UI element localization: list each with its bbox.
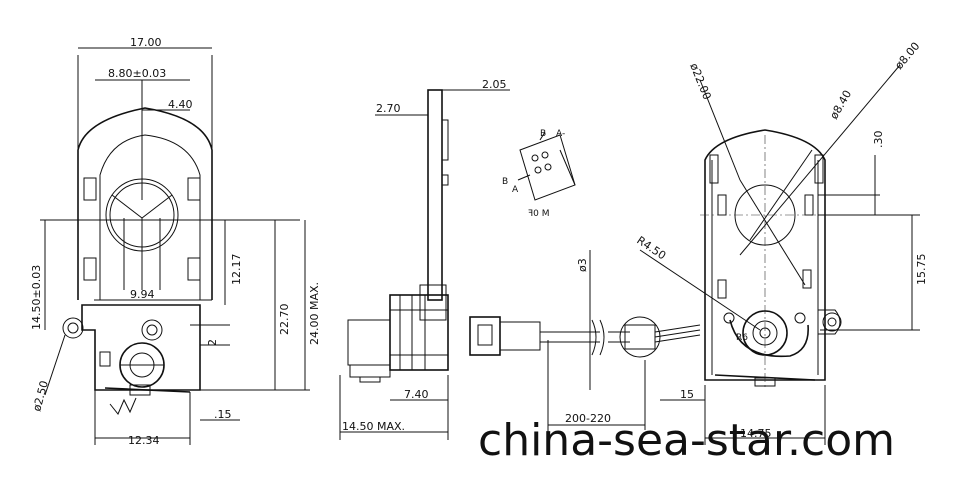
side-view: [339, 89, 510, 440]
cable-assembly: [469, 250, 705, 440]
dim-12-17: 12.17: [230, 254, 243, 286]
conn-label-a-top: A-: [556, 129, 565, 139]
dim-200-220: 200-220: [565, 412, 611, 425]
connector-detail: [517, 131, 576, 201]
dim-15-75: 15.75: [915, 254, 928, 286]
conn-label-b-left: B: [502, 177, 508, 187]
front-view: [40, 47, 310, 445]
dim-2: 2: [206, 339, 219, 346]
dim-r6: R6: [736, 333, 748, 343]
dim-14-50-tol: 14.50±0.03: [30, 265, 43, 330]
watermark-text: china-sea-star.com: [478, 415, 895, 466]
dim-15: 15: [680, 388, 694, 401]
dim-2-70: 2.70: [376, 102, 401, 115]
conn-label-b-top: B: [540, 129, 546, 139]
dim-phi8-00: ø8.00: [892, 40, 922, 72]
dim-phi8-40: ø8.40: [827, 88, 854, 122]
dim-14-50-max: 14.50 MAX.: [342, 420, 405, 433]
dim-24-00: 24.00 MAX.: [308, 282, 321, 345]
dim-4-40: 4.40: [168, 98, 193, 111]
dim-14-75: 14.75: [740, 427, 772, 440]
dim-0-15: .15: [214, 408, 232, 421]
dim-phi22-00: ø22.00: [687, 61, 713, 101]
dim-r4-50: R4.50: [634, 234, 668, 263]
dim-phi3: ø3: [576, 258, 589, 272]
rear-view: [639, 64, 920, 445]
dim-0-30: .30: [872, 131, 885, 149]
dim-2-05: 2.05: [482, 78, 507, 91]
dim-17-00: 17.00: [130, 36, 162, 49]
dim-12-34: 12.34: [128, 434, 160, 447]
conn-view-label: ꟻ0 M: [528, 209, 550, 219]
dim-phi2-50: ø2.50: [30, 379, 51, 413]
dim-8-80: 8.80±0.03: [108, 67, 166, 80]
conn-label-a-left: A: [512, 185, 519, 195]
dim-9-94: 9.94: [130, 288, 155, 301]
dim-22-70: 22.70: [278, 304, 291, 336]
dim-7-40: 7.40: [404, 388, 429, 401]
